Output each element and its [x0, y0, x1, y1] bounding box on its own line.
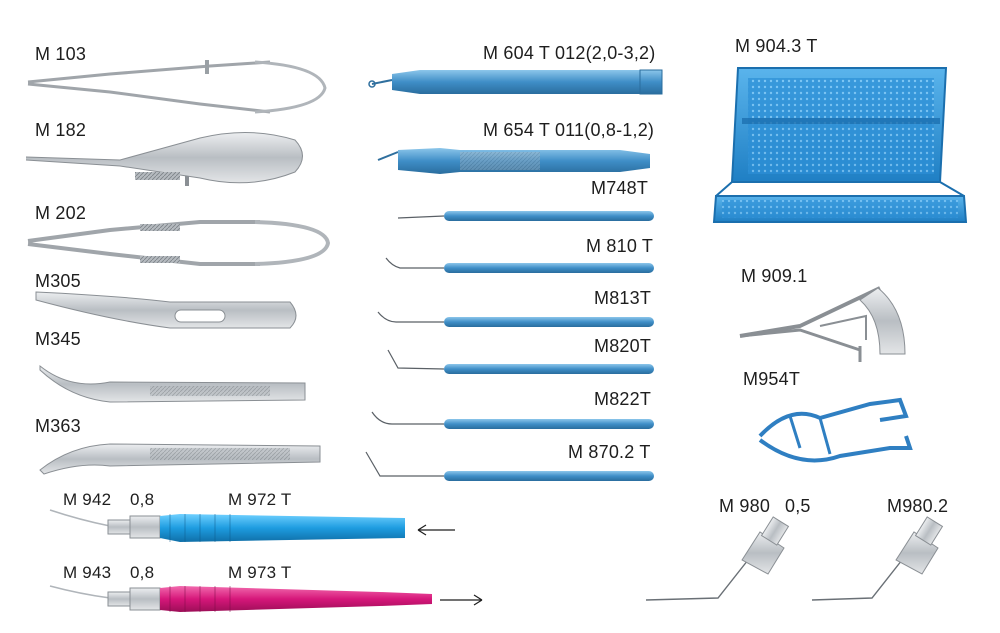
m954t-speculum — [758, 397, 913, 463]
m182-scissors — [25, 132, 303, 186]
m813t-probe — [377, 311, 654, 327]
label-m182: M 182 — [35, 120, 87, 140]
m870t-probe — [365, 451, 654, 481]
m604t-handle — [368, 69, 663, 95]
label-m942: M 942 — [63, 490, 112, 509]
label-m904: M 904.3 T — [735, 36, 818, 56]
m748t-probe — [397, 211, 654, 221]
label-m972t: M 972 T — [228, 490, 292, 509]
label-m980: M 980 — [719, 496, 771, 516]
label-m980-size: 0,5 — [785, 496, 811, 516]
m973t-handle — [49, 585, 483, 612]
m305-forceps — [35, 291, 297, 329]
label-m748t: M748T — [591, 178, 649, 198]
label-m810t: M 810 T — [586, 236, 654, 256]
m345-forceps — [39, 364, 306, 403]
label-m942-size: 0,8 — [130, 490, 155, 509]
label-m870: M 870.2 T — [568, 442, 651, 462]
m363-forceps — [39, 443, 321, 475]
m9043t-tray — [712, 67, 968, 223]
label-m943-size: 0,8 — [130, 563, 155, 582]
label-m909: M 909.1 — [741, 266, 808, 286]
m980-cannula — [645, 516, 790, 601]
m103-scissors — [27, 60, 327, 114]
label-m345: M345 — [35, 329, 81, 349]
m9802-cannula — [811, 516, 944, 601]
label-m9802: M980.2 — [887, 496, 949, 516]
m972t-handle — [49, 509, 455, 542]
label-m305: M305 — [35, 271, 81, 291]
m9091-caliper — [739, 286, 906, 362]
label-m654: M 654 T 011(0,8-1,2) — [483, 120, 655, 140]
m820t-probe — [387, 349, 654, 374]
label-m813t: M813T — [594, 288, 652, 308]
label-m973t: M 973 T — [228, 563, 292, 582]
label-m604: M 604 T 012(2,0-3,2) — [483, 43, 656, 63]
m810t-probe — [385, 257, 654, 273]
m654t-handle — [377, 148, 650, 174]
label-m202: M 202 — [35, 203, 87, 223]
label-m822t: M822T — [594, 389, 652, 409]
label-m954t: M954T — [743, 369, 801, 389]
label-m943: M 943 — [63, 563, 112, 582]
m202-scissors — [27, 220, 331, 266]
label-m363: M363 — [35, 416, 81, 436]
label-m103: M 103 — [35, 44, 87, 64]
m822t-probe — [371, 411, 654, 429]
label-m820t: M820T — [594, 336, 652, 356]
